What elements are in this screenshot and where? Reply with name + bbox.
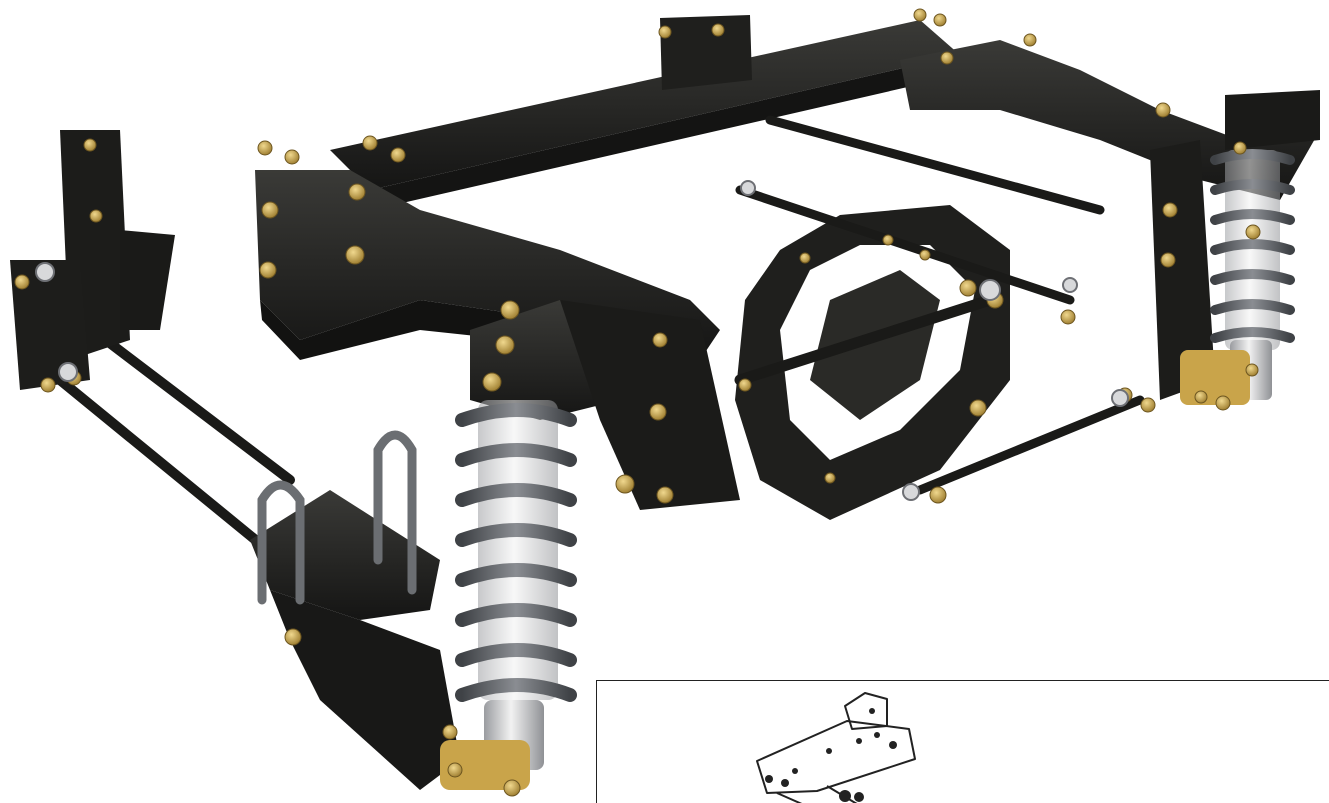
right-coilover-shock [1180, 149, 1295, 405]
lower-axle-pad [250, 490, 460, 790]
rod-end-joints [35, 180, 1129, 501]
line-drawing-diagram-icon [756, 692, 916, 803]
top-mount-bracket [660, 15, 752, 90]
center-axle-bracket [735, 205, 1010, 520]
u-bolts [257, 430, 417, 605]
inset-diagram [596, 680, 1329, 803]
left-shock-mount [470, 300, 740, 510]
cross-member-beam [330, 20, 960, 210]
left-hanger-bracket [10, 130, 175, 390]
left-coilover-shock [440, 400, 577, 790]
